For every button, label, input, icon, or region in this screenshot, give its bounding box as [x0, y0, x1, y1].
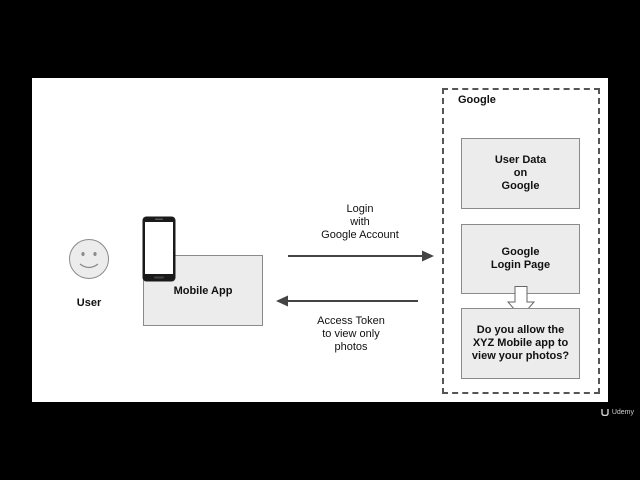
login-page-box: Google Login Page	[461, 224, 580, 294]
login-arrow	[288, 250, 434, 262]
google-boundary	[442, 88, 600, 394]
access-token-label: Access Token to view only photos	[317, 315, 385, 353]
smartphone-icon	[142, 216, 176, 282]
mobile-app-label: Mobile App	[173, 285, 233, 297]
user-data-label: User Data on Google	[494, 154, 547, 192]
watermark-text: Udemy	[611, 408, 634, 416]
user-label: User	[76, 297, 102, 309]
udemy-logo-icon	[601, 409, 609, 416]
access-token-arrow	[276, 295, 418, 307]
consent-box: Do you allow the XYZ Mobile app to view …	[461, 308, 580, 379]
diagram-slide: User Mobile App Login with Google Accoun…	[32, 78, 608, 402]
google-title: Google	[458, 94, 496, 106]
consent-label: Do you allow the XYZ Mobile app to view …	[471, 324, 570, 362]
login-page-label: Google Login Page	[490, 246, 551, 271]
login-arrow-label: Login with Google Account	[321, 203, 399, 241]
user-data-box: User Data on Google	[461, 138, 580, 209]
udemy-watermark: Udemy	[601, 408, 634, 416]
user-smiley-icon	[69, 239, 109, 279]
